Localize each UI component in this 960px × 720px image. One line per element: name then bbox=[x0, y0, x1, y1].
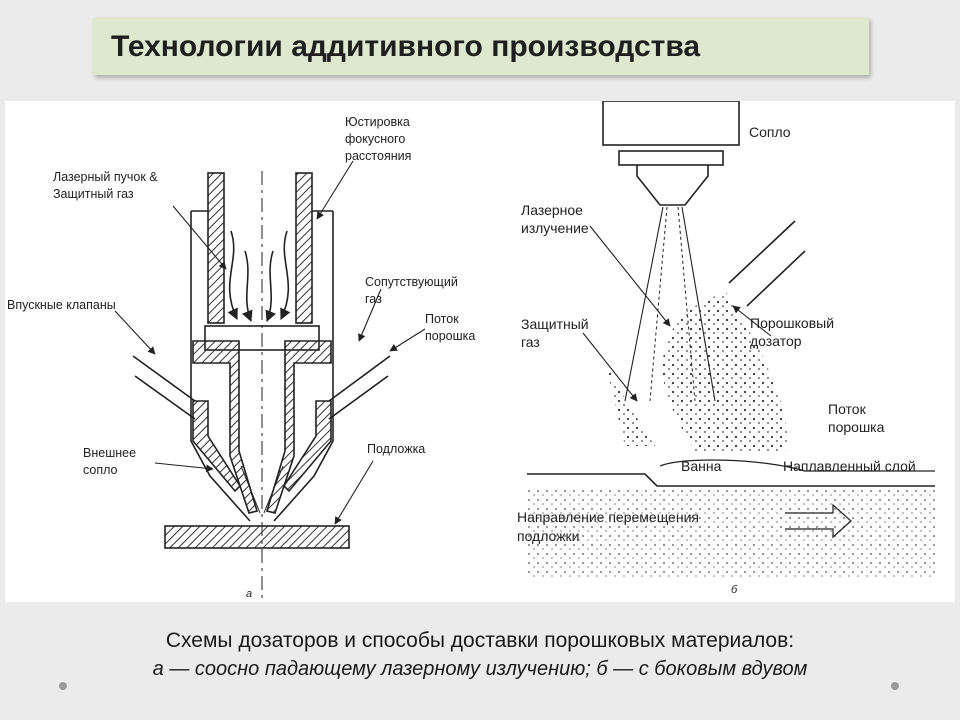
nozzle-body bbox=[190, 211, 334, 522]
outer-nozzle-left bbox=[192, 400, 242, 493]
cladded-layer-line bbox=[659, 459, 935, 472]
substrate-area bbox=[527, 489, 937, 579]
slide-dot-right bbox=[891, 682, 899, 690]
diagram-figure: Юстировка фокусного расстояния Лазерный … bbox=[5, 101, 955, 602]
label-laser-rad-2: излучение bbox=[521, 220, 589, 236]
substrate-line bbox=[527, 473, 935, 487]
label-powder-flow-b-2: порошка bbox=[828, 419, 885, 435]
left-thread bbox=[207, 172, 225, 324]
label-outer-nozzle-2: сопло bbox=[83, 463, 118, 477]
label-powder-feeder-2: дозатор bbox=[750, 333, 802, 349]
slide-title: Технологии аддитивного производства bbox=[111, 30, 701, 63]
label-laser-beam-2: Защитный газ bbox=[53, 187, 134, 201]
label-bath: Ванна bbox=[681, 458, 722, 474]
substrate-block bbox=[164, 525, 350, 549]
direction-arrow bbox=[785, 503, 852, 539]
nozzle-ring bbox=[618, 150, 724, 166]
label-b: б bbox=[731, 584, 738, 596]
label-shield-gas-2: газ bbox=[521, 334, 540, 350]
label-inlet-valves: Впускные клапаны bbox=[7, 298, 116, 312]
label-cladded-layer: Наплавленный слой bbox=[783, 458, 916, 474]
caption-line-2: а — соосно падающему лазерному излучению… bbox=[152, 658, 808, 680]
title-banner: Технологии аддитивного производства bbox=[93, 17, 869, 75]
nozzle-block bbox=[602, 101, 740, 146]
label-acc-gas-1: Сопутствующий bbox=[365, 275, 458, 289]
diagram-a bbox=[114, 160, 426, 601]
outer-nozzle-right bbox=[282, 400, 332, 493]
label-acc-gas-2: газ bbox=[365, 292, 382, 306]
diagram-svg: Юстировка фокусного расстояния Лазерный … bbox=[7, 101, 937, 601]
inlet-left bbox=[132, 355, 196, 420]
label-outer-nozzle-1: Внешнее bbox=[83, 446, 136, 460]
figure-caption: Схемы дозаторов и способы доставки порош… bbox=[0, 627, 960, 683]
label-a: а bbox=[246, 588, 252, 600]
label-powder-flow-a-2: порошка bbox=[425, 329, 475, 343]
nozzle-cone bbox=[636, 165, 709, 206]
caption-line-1: Схемы дозаторов и способы доставки порош… bbox=[165, 629, 795, 652]
label-substrate: Подложка bbox=[367, 442, 425, 456]
label-nozzle: Сопло bbox=[749, 124, 791, 140]
label-powder-flow-a-1: Поток bbox=[425, 312, 459, 326]
label-yustirovka-2: фокусного bbox=[345, 132, 405, 146]
label-yustirovka-1: Юстировка bbox=[345, 115, 410, 129]
label-direction-1: Направление перемещения bbox=[517, 509, 699, 525]
label-shield-gas-1: Защитный bbox=[521, 316, 589, 332]
inlet-right bbox=[328, 355, 391, 420]
label-laser-beam-1: Лазерный пучок & bbox=[53, 170, 158, 184]
right-thread bbox=[295, 172, 313, 324]
powder-cloud bbox=[662, 291, 787, 451]
label-direction-2: подложки bbox=[517, 528, 580, 544]
diagram-b bbox=[527, 101, 937, 579]
label-laser-rad-1: Лазерное bbox=[521, 202, 583, 218]
inner-wall-left bbox=[192, 340, 259, 514]
inner-chamber bbox=[204, 325, 320, 351]
label-powder-feeder-1: Порошковый bbox=[750, 315, 834, 331]
label-powder-flow-b-1: Поток bbox=[828, 401, 867, 417]
inner-wall-right bbox=[265, 340, 332, 514]
slide-dot-left bbox=[59, 682, 67, 690]
label-yustirovka-3: расстояния bbox=[345, 149, 411, 163]
powder-feeder-tube bbox=[728, 220, 806, 307]
